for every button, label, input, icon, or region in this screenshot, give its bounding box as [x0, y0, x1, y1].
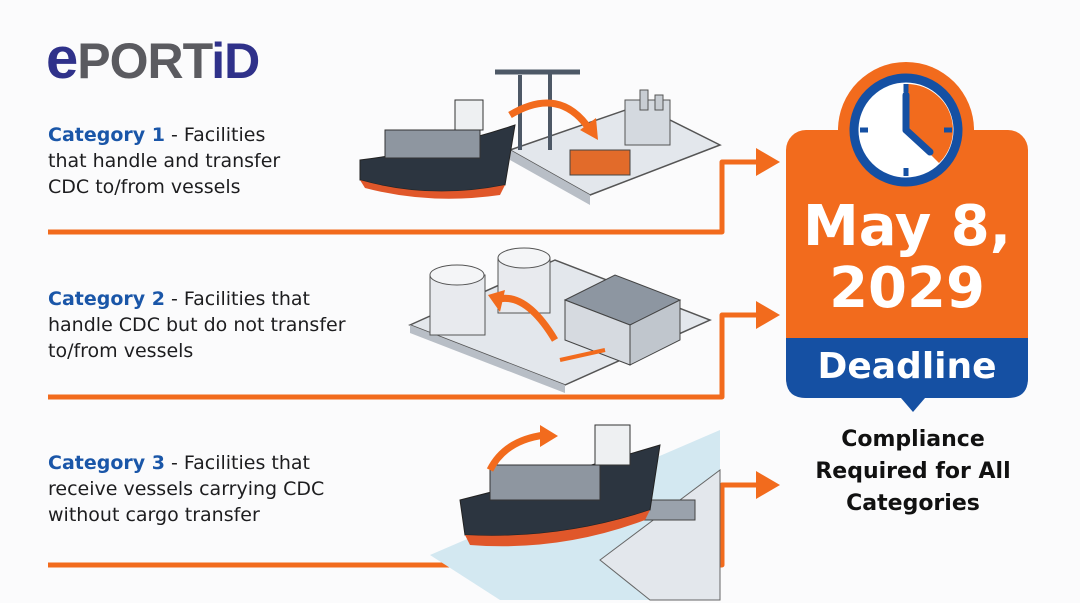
ship-at-berth-illustration — [430, 424, 721, 601]
clock-icon — [849, 73, 963, 187]
compliance-note: Compliance Required for All Categories — [815, 427, 1011, 516]
category-3-text: Category 3 - Facilities that receive ves… — [48, 452, 325, 526]
arrowhead-2 — [756, 301, 780, 329]
arrowhead-1 — [756, 148, 780, 176]
category-2-text: Category 2 - Facilities that handle CDC … — [48, 288, 346, 362]
connector-arrow-1 — [48, 159, 760, 235]
arrowhead-3 — [756, 471, 780, 499]
deadline-badge — [786, 62, 1028, 412]
storage-facility-illustration — [408, 247, 712, 393]
connector-arrow-3 — [48, 482, 760, 568]
category-1-text: Category 1 - Facilities that handle and … — [48, 124, 281, 198]
ship-to-port-illustration — [359, 69, 722, 205]
eportid-logo: ePORTiD — [46, 26, 260, 91]
deadline-label: Deadline — [817, 346, 997, 387]
deadline-date: May 8, 2029 — [802, 194, 1012, 321]
connector-arrow-2 — [48, 312, 760, 400]
